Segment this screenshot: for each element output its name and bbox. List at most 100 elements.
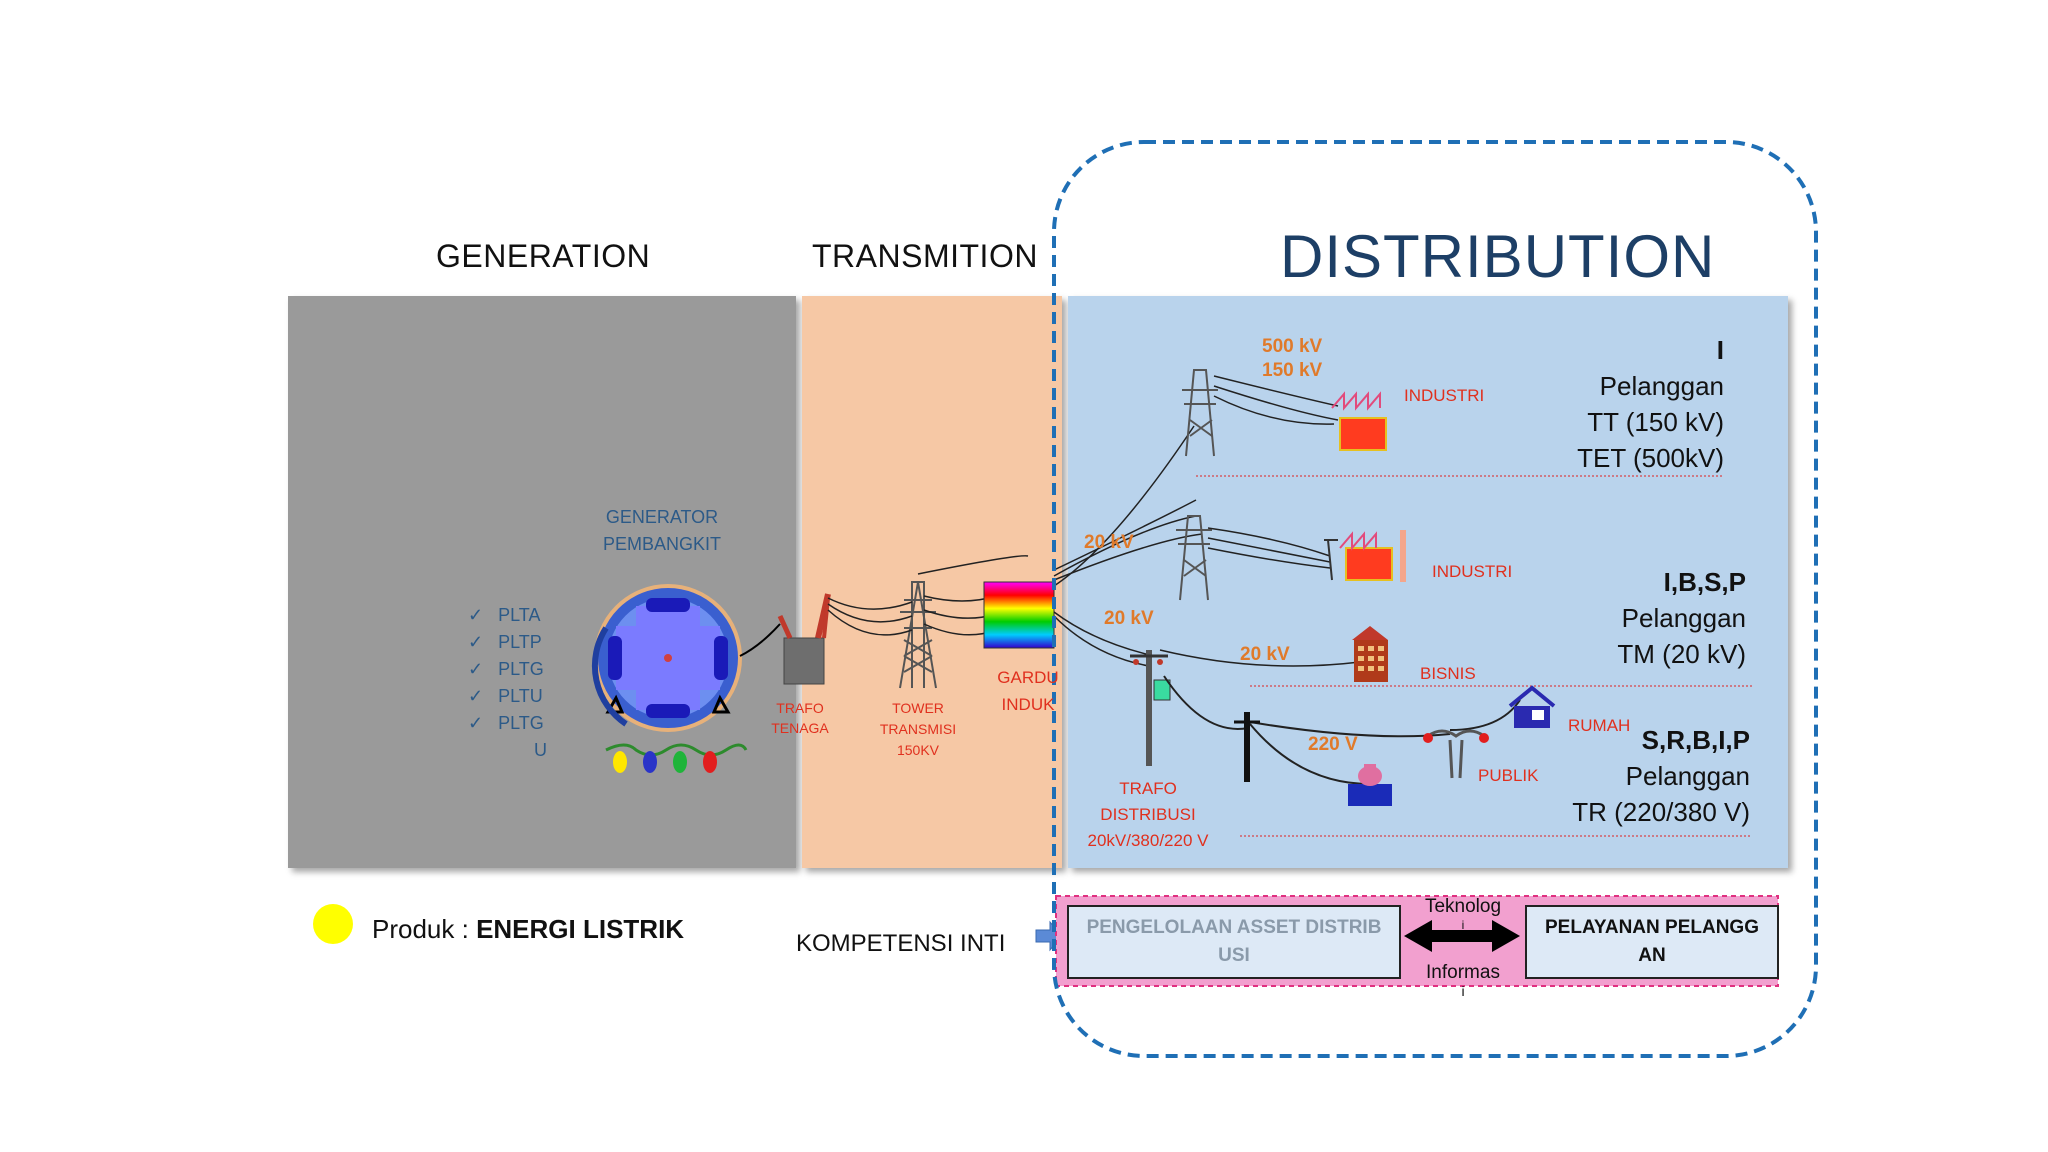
gardu-induk-icon <box>983 581 1055 649</box>
distribution-header: DISTRIBUTION <box>1280 223 1716 290</box>
cust-tr-line1: Pelanggan <box>1625 761 1750 791</box>
pelayanan-line1: PELAYANAN PELANGG <box>1545 917 1759 938</box>
distribution-panel <box>1068 296 1788 868</box>
publik-label: PUBLIK <box>1478 766 1539 785</box>
cust-tm-line1: Pelanggan <box>1621 603 1746 633</box>
plant-label: PLTU <box>498 686 543 706</box>
produk-value: ENERGI LISTRIK <box>476 914 685 944</box>
publik-lamp-icon <box>1423 729 1489 779</box>
trafo-tenaga-line1: TRAFO <box>776 700 824 716</box>
cust-tm-line2: TM (20 kV) <box>1617 639 1746 669</box>
masjid-icon <box>1348 764 1392 806</box>
tower-label-line3: 150KV <box>896 742 940 758</box>
check-icon: ✓ <box>468 605 484 625</box>
customer-group-tt: I Pelanggan TT (150 kV) TET (500kV) <box>1577 332 1724 476</box>
plant-label: PLTG <box>498 659 544 679</box>
kv-500-label: 500 kV <box>1262 336 1323 357</box>
kv-20c-label: 20 kV <box>1240 644 1290 665</box>
check-icon: ✓ <box>468 686 484 706</box>
tower-label: TOWER TRANSMISI 150KV <box>868 698 968 761</box>
cust-tt-line3: TET (500kV) <box>1577 443 1724 473</box>
distribution-lines <box>1053 425 1361 667</box>
plant-item: ✓ PLTG <box>468 656 547 683</box>
trafo-tenaga-icon <box>777 593 831 685</box>
cust-tt-line1: Pelanggan <box>1599 371 1724 401</box>
kv-20a-label: 20 kV <box>1084 532 1134 553</box>
asset-line1: PENGELOLAAN ASSET DISTRIB <box>1086 917 1382 938</box>
generation-header: GENERATION <box>436 238 651 274</box>
lv-pole-icon <box>1234 712 1260 782</box>
industri-label-2: INDUSTRI <box>1432 562 1513 581</box>
produk-prefix: Produk : <box>372 914 477 944</box>
gardu-label-line1: GARDU <box>997 668 1059 687</box>
hv-lines <box>1213 375 1339 425</box>
check-icon: ✓ <box>468 659 484 679</box>
asset-line2: USI <box>1218 945 1250 966</box>
trafo-dist-line3: 20kV/380/220 V <box>1087 831 1209 850</box>
plant-item: ✓ PLTU <box>468 683 547 710</box>
asset-box-label: PENGELOLAAN ASSET DISTRIB USI <box>1068 914 1400 970</box>
cust-tr-line2: TR (220/380 V) <box>1572 797 1750 827</box>
trafo-dist-line1: TRAFO <box>1119 779 1177 798</box>
plant-item: ✓ PLTA <box>468 602 547 629</box>
plant-label: PLTP <box>498 632 542 652</box>
v-220-label: 220 V <box>1308 734 1358 755</box>
trafo-tenaga-line2: TENAGA <box>771 720 829 736</box>
double-arrow-icon <box>1404 920 1520 952</box>
customer-group-tm: I,B,S,P Pelanggan TM (20 kV) <box>1617 564 1746 672</box>
generator-label: GENERATOR PEMBANGKIT <box>596 504 728 558</box>
kompetensi-label: KOMPETENSI INTI <box>796 930 1006 957</box>
informasi-label: Informas i <box>1410 962 1516 998</box>
pelayanan-box-label: PELAYANAN PELANGG AN <box>1526 914 1778 970</box>
tower-label-line2: TRANSMISI <box>879 721 957 737</box>
customer-group-tr: S,R,B,I,P Pelanggan TR (220/380 V) <box>1572 722 1750 830</box>
industri-top-icon <box>1331 391 1387 451</box>
produk-dot-icon <box>313 904 353 944</box>
plant-list: ✓ PLTA ✓ PLTP ✓ PLTG ✓ PLTU ✓ PLTG U <box>468 602 547 764</box>
asset-box <box>1067 905 1401 979</box>
teknologi-label: Teknolog i <box>1410 896 1516 932</box>
plant-label: PLTA <box>498 605 541 625</box>
pelayanan-box <box>1525 905 1779 979</box>
generator-label-line1: GENERATOR <box>605 507 719 527</box>
light-bulbs-icon <box>605 743 748 773</box>
transmission-header: TRANSMITION <box>812 238 1038 274</box>
rumah-icon <box>1508 685 1556 728</box>
cust-tr-code: S,R,B,I,P <box>1641 725 1750 755</box>
informasi-line2: i <box>1461 983 1465 999</box>
cust-tm-code: I,B,S,P <box>1663 567 1746 597</box>
produk-label: Produk : ENERGI LISTRIK <box>372 914 684 945</box>
gardu-induk-label: GARDU INDUK <box>990 664 1066 718</box>
kv-150-label: 150 kV <box>1262 360 1323 381</box>
transmission-tower-icon <box>899 581 937 689</box>
industri-label-1: INDUSTRI <box>1404 386 1485 405</box>
wire-gen-trafo <box>739 623 781 657</box>
tower-label-line1: TOWER <box>892 700 944 716</box>
plant-tail: U <box>534 740 547 760</box>
industri-mid-icon <box>1324 530 1406 582</box>
cust-tt-line2: TT (150 kV) <box>1587 407 1724 437</box>
bisnis-label: BISNIS <box>1420 664 1476 683</box>
mv-lines <box>1207 527 1331 569</box>
gardu-label-line2: INDUK <box>1001 695 1055 714</box>
kv-20b-label: 20 kV <box>1104 608 1154 629</box>
teknologi-line2: i <box>1461 918 1465 932</box>
cust-tt-code: I <box>1716 335 1724 365</box>
pelayanan-line2: AN <box>1638 945 1666 966</box>
informasi-line1: Informas <box>1426 962 1500 983</box>
trafo-tenaga-label: TRAFO TENAGA <box>760 698 840 738</box>
check-icon: ✓ <box>468 713 484 733</box>
mv-tower-icon <box>1176 515 1212 601</box>
distribution-pole-icon <box>1130 650 1171 766</box>
generator-label-line2: PEMBANGKIT <box>602 534 722 554</box>
generator-icon <box>591 584 742 732</box>
hv-tower-icon <box>1182 369 1218 457</box>
trafo-dist-line2: DISTRIBUSI <box>1100 805 1196 824</box>
teknologi-line1: Teknolog <box>1424 896 1502 917</box>
bisnis-icon <box>1352 626 1388 682</box>
check-icon: ✓ <box>468 632 484 652</box>
plant-item: ✓ PLTG <box>468 710 547 737</box>
rumah-label: RUMAH <box>1568 716 1631 735</box>
plant-label: PLTG <box>498 713 544 733</box>
